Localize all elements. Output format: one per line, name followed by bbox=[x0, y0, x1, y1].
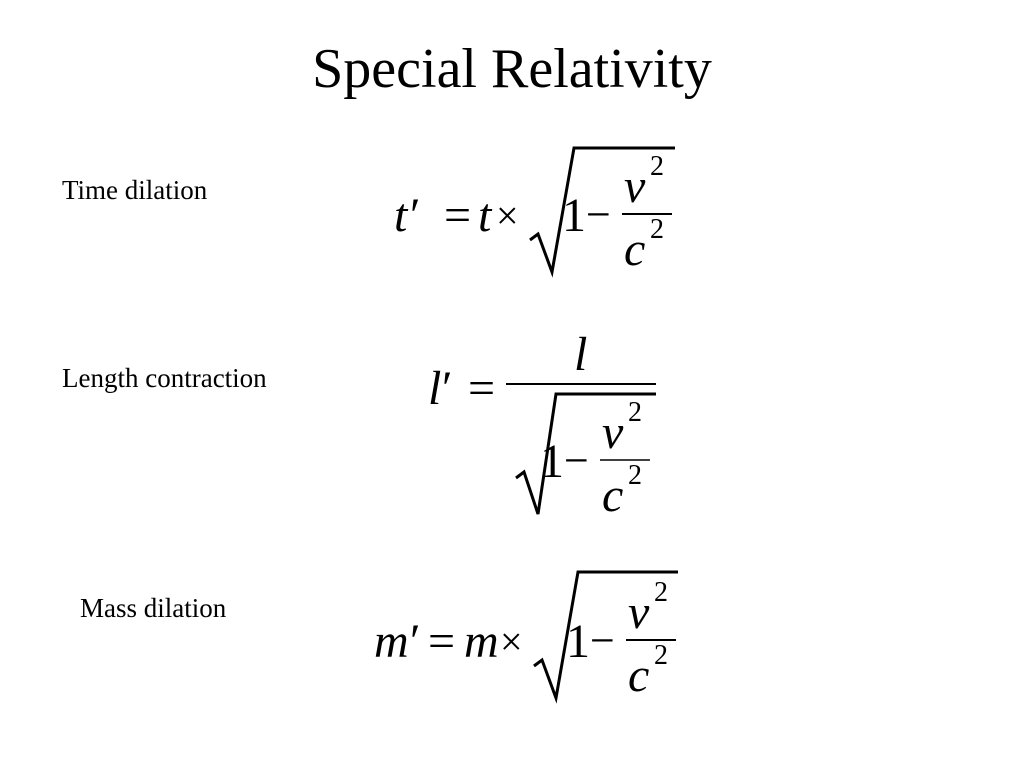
mass-dilation-factor: m bbox=[464, 615, 499, 668]
length-contraction-lhs: l bbox=[428, 362, 441, 415]
length-contraction-numerator: v bbox=[602, 406, 624, 459]
mass-dilation-one: 1 bbox=[566, 615, 590, 668]
mass-dilation-lhs: m bbox=[374, 615, 409, 668]
length-contraction-numerator-exponent: 2 bbox=[628, 397, 642, 428]
time-dilation-denominator-exponent: 2 bbox=[650, 214, 664, 245]
length-contraction-denominator-exponent: 2 bbox=[628, 460, 642, 491]
time-dilation-factor: t bbox=[478, 189, 493, 242]
length-contraction-prime: ′ bbox=[442, 362, 453, 415]
mass-dilation-radical bbox=[533, 570, 678, 704]
length-contraction-label: Length contraction bbox=[62, 363, 267, 393]
mass-dilation-numerator: v bbox=[628, 586, 650, 639]
mass-dilation-numerator-exponent: 2 bbox=[654, 577, 668, 608]
time-dilation-denominator: c bbox=[624, 223, 645, 276]
length-contraction-radical bbox=[515, 392, 656, 515]
time-dilation-label: Time dilation bbox=[62, 175, 208, 205]
mass-dilation-prime: ′ bbox=[410, 615, 421, 668]
mass-dilation-equals: = bbox=[428, 615, 455, 668]
length-contraction-main-numerator: l bbox=[574, 328, 587, 381]
mass-dilation-formula: m ′ = m × 1 − v 2 c 2 bbox=[374, 570, 678, 704]
time-dilation-prime: ′ bbox=[410, 189, 421, 242]
length-contraction-formula: l ′ = l 1 − v 2 c 2 bbox=[428, 328, 656, 522]
mass-dilation-minus: − bbox=[590, 616, 615, 665]
time-dilation-radical bbox=[529, 146, 675, 278]
length-contraction-one: 1 bbox=[540, 435, 564, 488]
mass-dilation-denominator: c bbox=[628, 649, 649, 702]
mass-dilation-label: Mass dilation bbox=[80, 593, 227, 623]
length-contraction-equals: = bbox=[468, 362, 495, 415]
time-dilation-minus: − bbox=[586, 190, 611, 239]
time-dilation-equals: = bbox=[444, 189, 471, 242]
time-dilation-lhs: t bbox=[394, 189, 409, 242]
mass-dilation-denominator-exponent: 2 bbox=[654, 640, 668, 671]
time-dilation-one: 1 bbox=[562, 189, 586, 242]
time-dilation-numerator: v bbox=[624, 160, 646, 213]
time-dilation-numerator-exponent: 2 bbox=[650, 151, 664, 182]
mass-dilation-times: × bbox=[500, 619, 523, 664]
time-dilation-formula: t ′ = t × 1 − v 2 c 2 bbox=[394, 146, 675, 278]
length-contraction-minus: − bbox=[564, 436, 589, 485]
time-dilation-times: × bbox=[496, 193, 519, 238]
slide-title: Special Relativity bbox=[312, 38, 712, 100]
length-contraction-denominator: c bbox=[602, 469, 623, 522]
